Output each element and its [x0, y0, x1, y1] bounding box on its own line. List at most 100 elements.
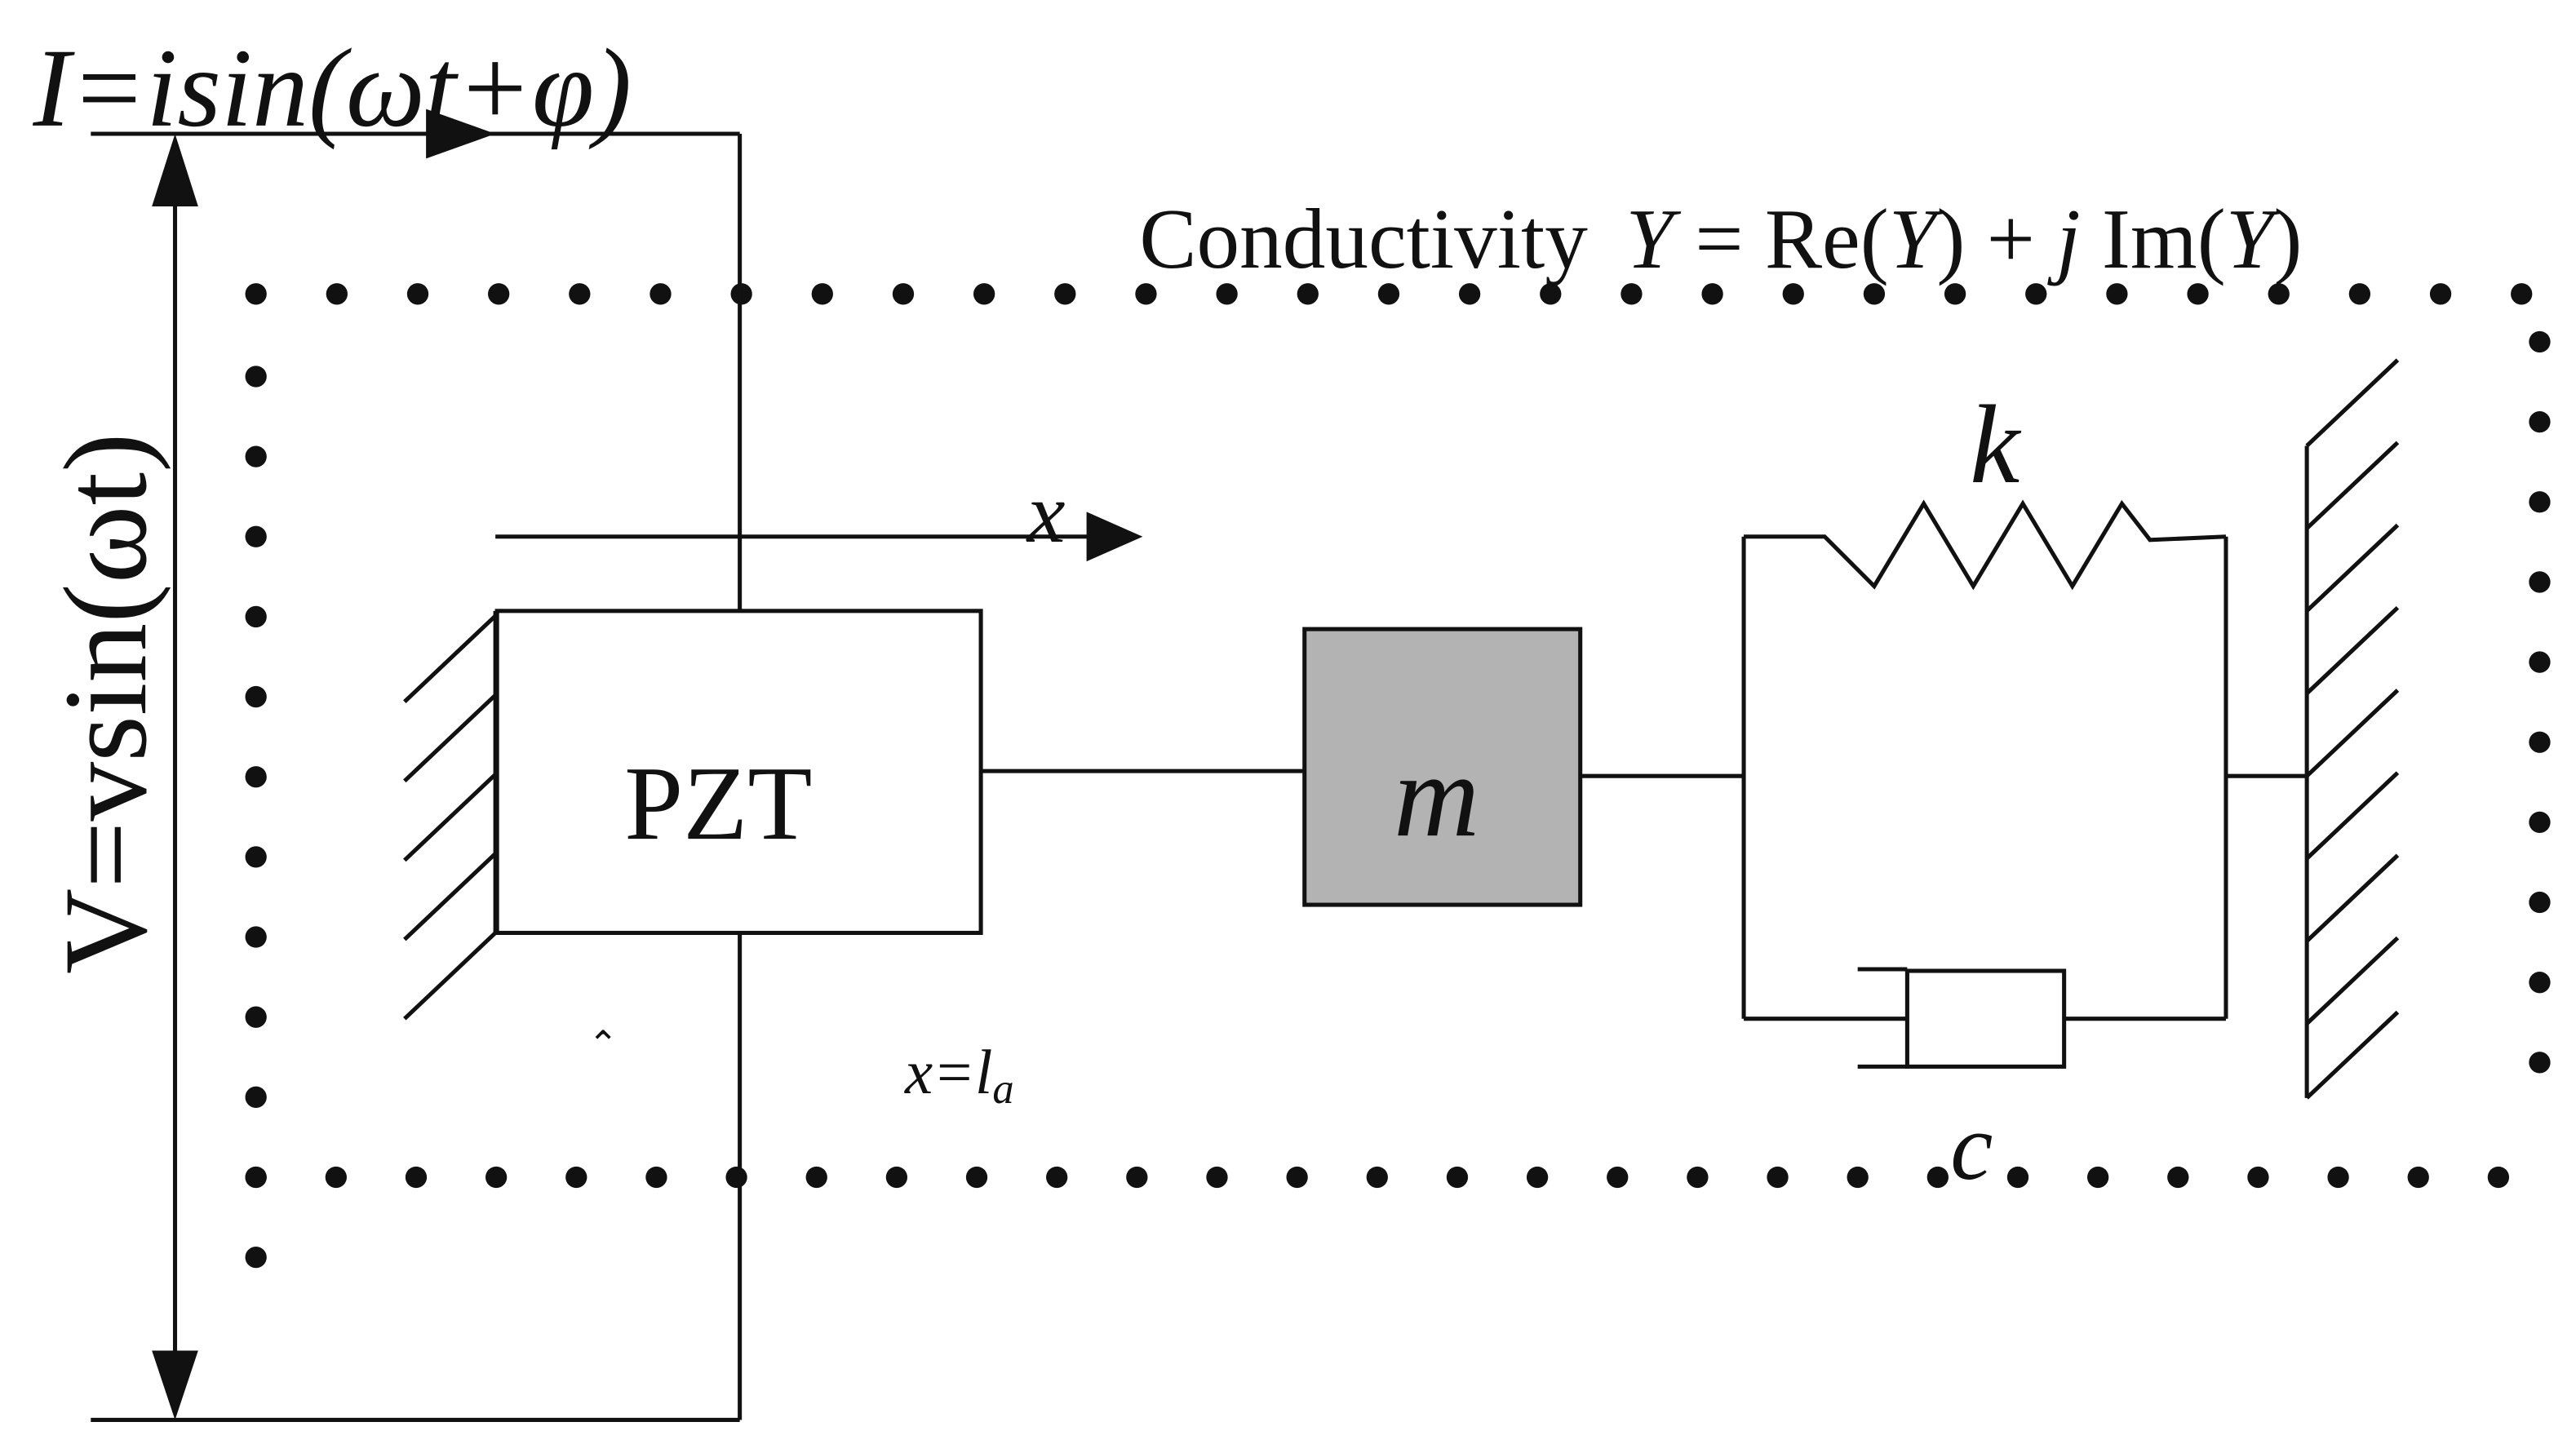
left-wall-hatch-icon	[403, 610, 498, 1021]
boundary-dot	[245, 445, 267, 467]
pzt-block	[494, 609, 983, 935]
boundary-dot	[1847, 1166, 1869, 1189]
boundary-dot	[965, 1166, 988, 1189]
boundary-dot	[1366, 1166, 1388, 1189]
boundary-dot	[1621, 283, 1643, 305]
boundary-dot	[1216, 283, 1238, 305]
boundary-dot	[245, 846, 267, 868]
boundary-dot	[2529, 651, 2551, 673]
boundary-dot	[2429, 283, 2452, 305]
boundary-dot	[2529, 491, 2551, 513]
boundary-dot	[245, 365, 267, 388]
right-wall-hatch-icon	[2304, 358, 2400, 1100]
boundary-dot	[1458, 283, 1481, 305]
boundary-dot	[565, 1166, 587, 1189]
x-axis-arrow-icon	[1086, 512, 1143, 562]
boundary-dot	[1540, 283, 1562, 305]
boundary-dot	[2327, 1166, 2349, 1189]
conductivity-label: Conductivity Y = Re(Y) + j Im(Y)	[1139, 191, 2302, 286]
boundary-dot	[245, 605, 267, 628]
boundary-dot	[2529, 410, 2551, 433]
boundary-dot	[2247, 1166, 2269, 1189]
boundary-dot	[1526, 1166, 1549, 1189]
boundary-dot	[2407, 1166, 2429, 1189]
boundary-dot	[1701, 283, 1723, 305]
boundary-dot	[892, 283, 915, 305]
position-label: x=la	[904, 1037, 1014, 1113]
boundary-dot	[488, 283, 510, 305]
voltage-arrow-up-icon	[152, 133, 198, 207]
boundary-dot	[2268, 283, 2290, 305]
boundary-dot	[406, 283, 429, 305]
boundary-dot	[1782, 283, 1804, 305]
damper-icon	[1904, 968, 2067, 1069]
boundary-dot	[1286, 1166, 1308, 1189]
spring-label: k	[1970, 382, 2022, 507]
boundary-dot	[2529, 811, 2551, 834]
boundary-dot	[725, 1166, 747, 1189]
boundary-dot	[805, 1166, 827, 1189]
boundary-dot	[2086, 1166, 2109, 1189]
boundary-dot	[2487, 1166, 2510, 1189]
boundary-dot	[245, 283, 267, 305]
boundary-dot	[1926, 1166, 1949, 1189]
boundary-dot	[245, 926, 267, 948]
x-axis-label: x	[1026, 465, 1066, 560]
boundary-dot	[485, 1166, 508, 1189]
dotted-boundary	[245, 283, 2551, 1269]
boundary-dot	[2529, 972, 2551, 994]
boundary-dot	[245, 1006, 267, 1028]
boundary-dot	[1687, 1166, 1709, 1189]
boundary-dot	[2167, 1166, 2189, 1189]
boundary-dot	[2529, 571, 2551, 593]
boundary-dot	[245, 685, 267, 708]
voltage-arrow-down-icon	[152, 1350, 198, 1420]
boundary-dot	[2511, 283, 2533, 305]
boundary-dot	[245, 766, 267, 788]
boundary-dot	[2529, 731, 2551, 753]
boundary-dot	[1297, 283, 1319, 305]
boundary-dot	[973, 283, 995, 305]
boundary-dot	[1377, 283, 1400, 305]
boundary-dot	[2025, 283, 2047, 305]
current-label: I=isin(ωt+φ)	[32, 25, 632, 150]
boundary-dot	[811, 283, 833, 305]
boundary-dot	[326, 283, 348, 305]
current-arrow-icon	[426, 109, 496, 159]
boundary-dot	[405, 1166, 428, 1189]
boundary-dot	[1863, 283, 1886, 305]
pzt-label: PZT	[624, 746, 812, 862]
damper-label: c	[1950, 1094, 1993, 1200]
boundary-dot	[2529, 330, 2551, 353]
circuit-wires	[91, 131, 743, 1422]
boundary-dot	[2529, 1052, 2551, 1074]
boundary-dot	[245, 525, 267, 547]
boundary-dot	[1446, 1166, 1469, 1189]
boundary-dot	[1135, 283, 1157, 305]
boundary-dot	[325, 1166, 347, 1189]
boundary-dot	[245, 1166, 267, 1189]
mass-block	[1302, 627, 1583, 907]
boundary-dot	[645, 1166, 667, 1189]
boundary-dot	[245, 1246, 267, 1269]
boundary-dot	[245, 1086, 267, 1108]
x-axis: x	[495, 465, 1143, 562]
boundary-dot	[1944, 283, 1966, 305]
boundary-dot	[2187, 283, 2209, 305]
mass-label: m	[1394, 729, 1479, 862]
boundary-dot	[1046, 1166, 1068, 1189]
boundary-dot	[1767, 1166, 1789, 1189]
boundary-dot	[650, 283, 672, 305]
spring-damper-assembly	[1741, 499, 2308, 1069]
boundary-dot	[2348, 283, 2371, 305]
small-mark: ⌃	[587, 1024, 618, 1065]
spring-icon	[1744, 499, 2227, 591]
boundary-dot	[1126, 1166, 1148, 1189]
boundary-dot	[1054, 283, 1076, 305]
voltage-label: V=vsin(ωt)	[39, 432, 171, 974]
boundary-dot	[2006, 1166, 2029, 1189]
boundary-dot	[2529, 891, 2551, 914]
boundary-dot	[1607, 1166, 1629, 1189]
boundary-dot	[569, 283, 591, 305]
